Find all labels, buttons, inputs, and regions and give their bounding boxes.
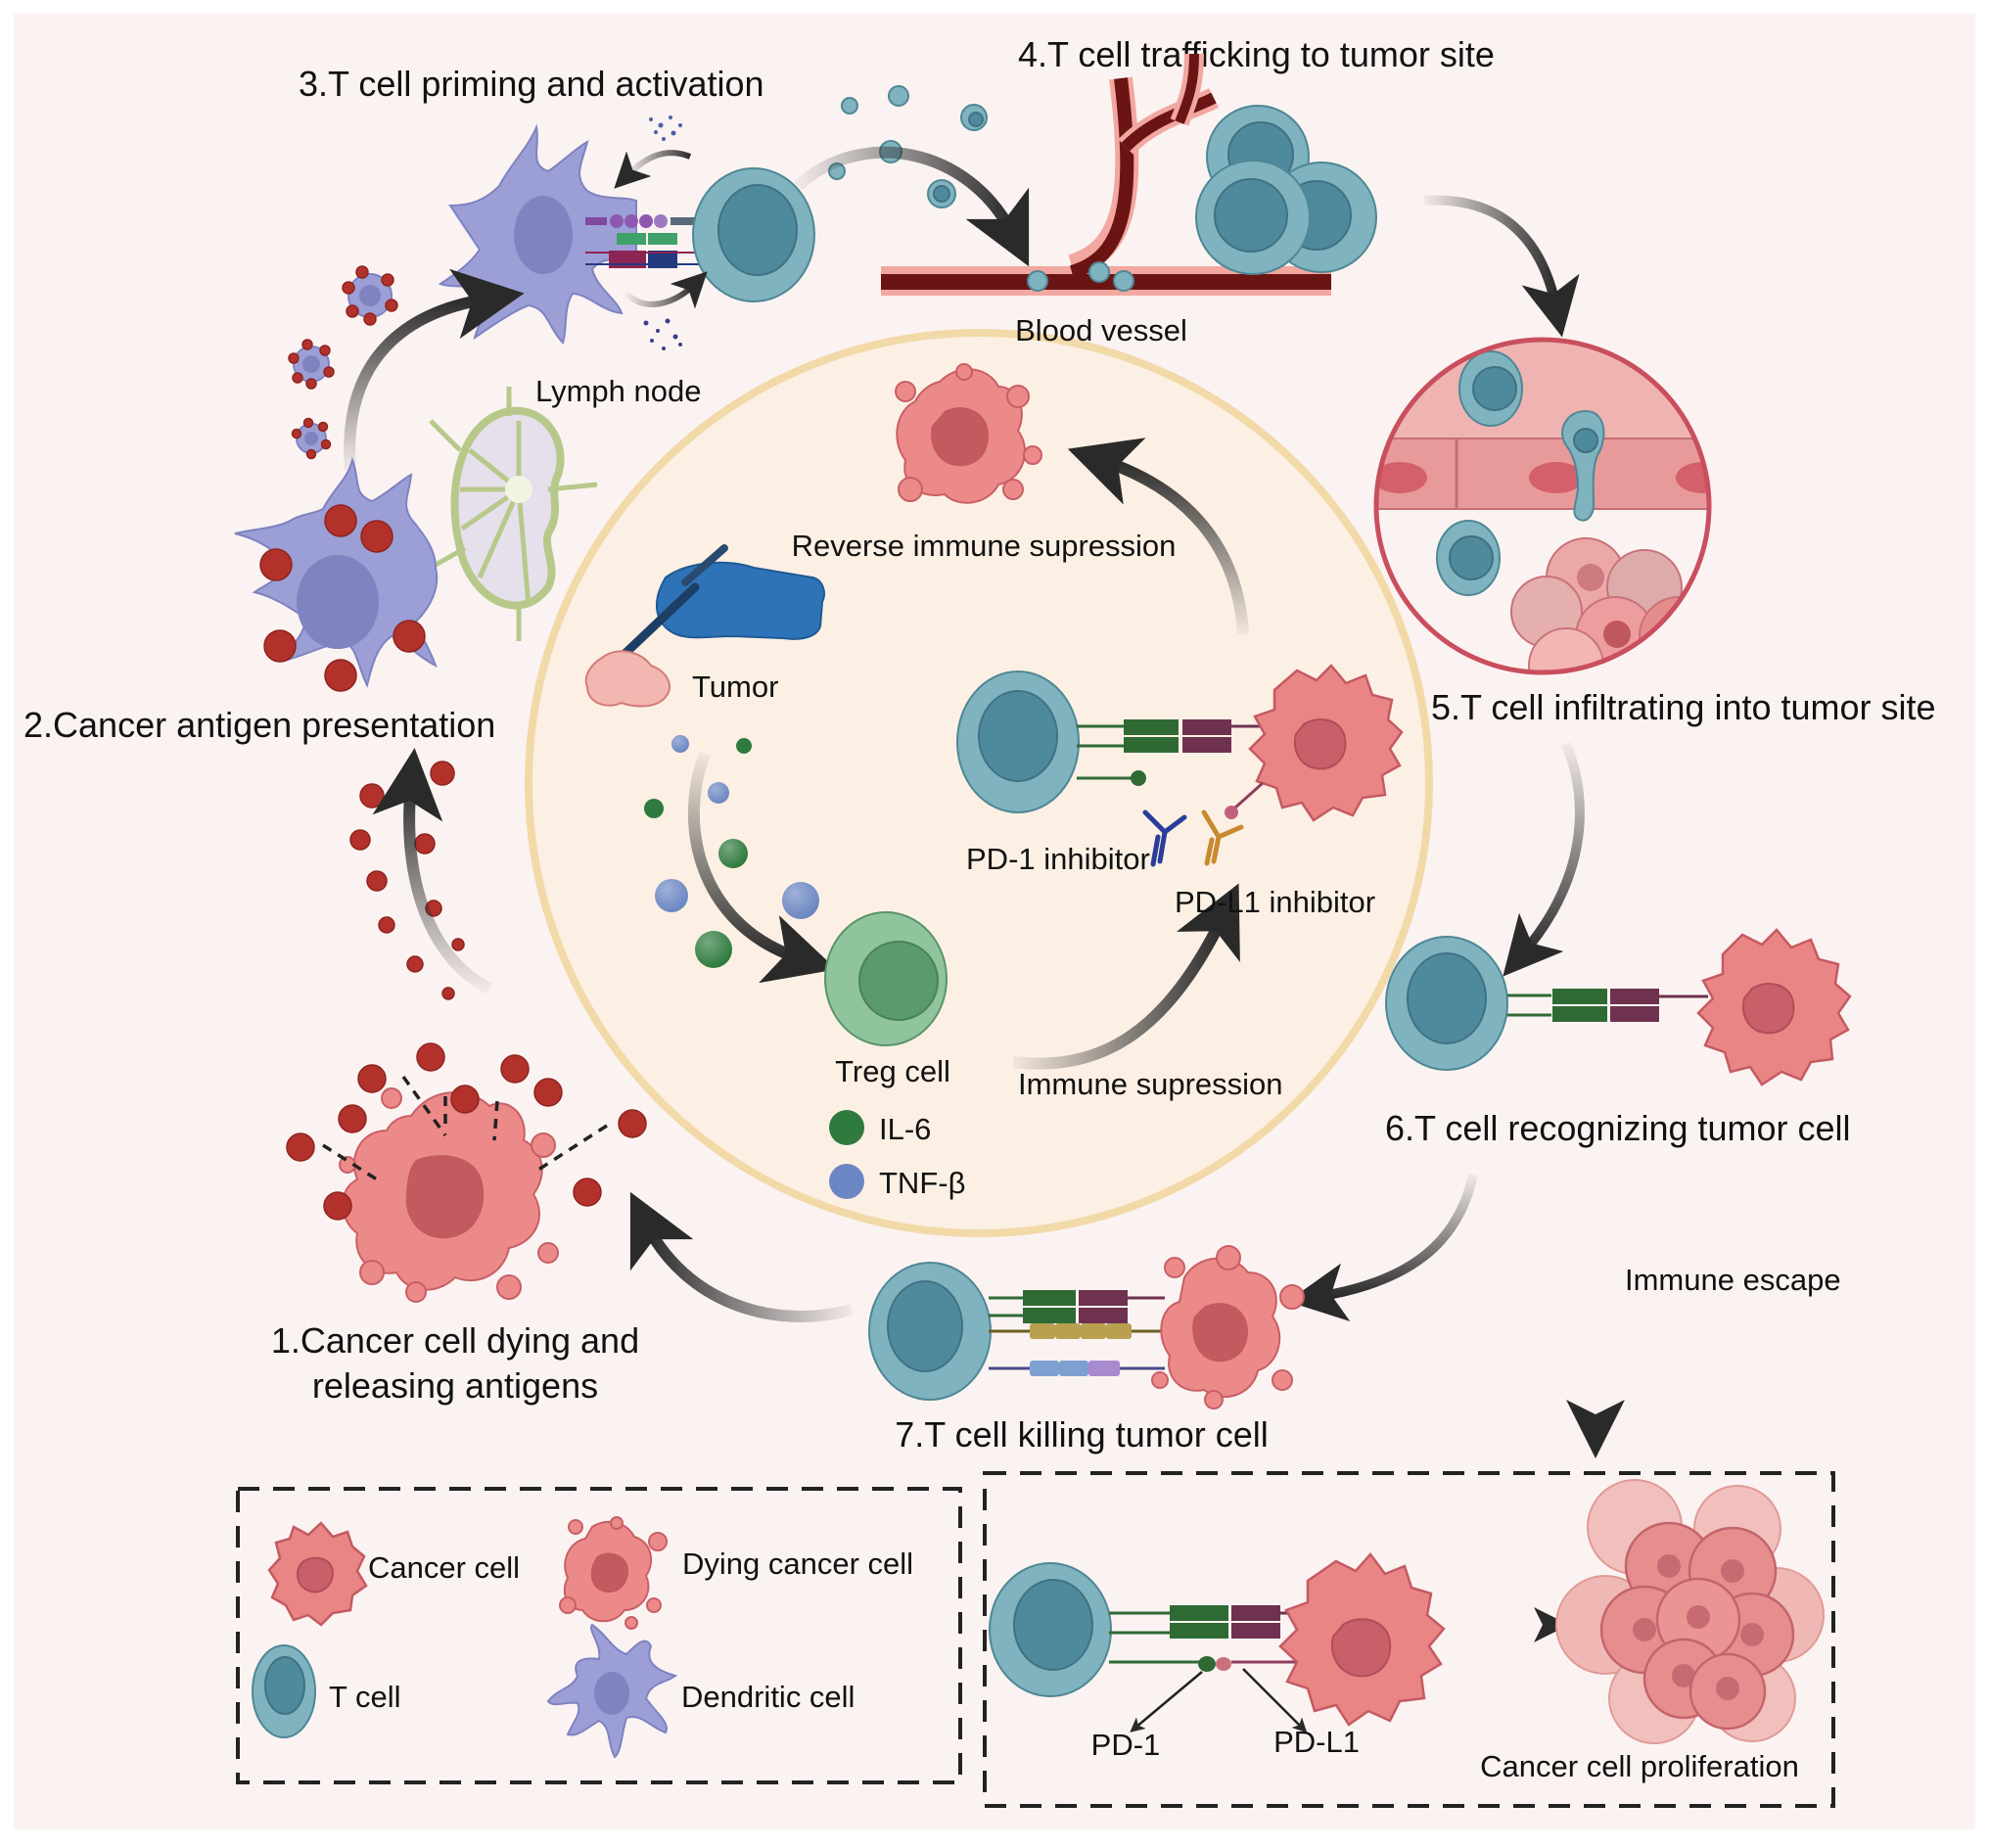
recognition-arrow xyxy=(1503,742,1585,977)
pd-l1-label: PD-L1 xyxy=(1273,1725,1360,1759)
receptor-complex-priming xyxy=(585,214,700,268)
tnf-beta-legend-swatch xyxy=(829,1164,864,1199)
immune-suppression-label: Immune supression xyxy=(1018,1067,1283,1101)
legend-cancer-cell-icon xyxy=(267,1521,368,1627)
il6-legend-label: IL-6 xyxy=(879,1112,931,1146)
tnf-beta-legend-label: TNF-β xyxy=(879,1166,965,1200)
step-7-label: 7.T cell killing tumor cell xyxy=(895,1414,1268,1455)
feedback-arrow-top xyxy=(614,150,692,189)
t-cell-priming xyxy=(692,167,815,302)
dying-cancer-cell-step1 xyxy=(339,1087,559,1303)
step-5-label: 5.T cell infiltrating into tumor site xyxy=(1431,687,1936,727)
t-cell-killing xyxy=(868,1262,1165,1401)
step-1-label-line2: releasing antigens xyxy=(312,1365,598,1406)
lymph-node-label: Lymph node xyxy=(535,374,701,408)
legend-dendritic-cell-label: Dendritic cell xyxy=(681,1680,855,1714)
t-cell-cluster xyxy=(1195,105,1377,275)
cytokines xyxy=(644,735,819,968)
dying-cancer-cell-step7 xyxy=(1151,1245,1305,1409)
proliferating-tumor-mass xyxy=(1555,1479,1825,1744)
t-cell-checkpoint xyxy=(956,670,1282,813)
pd-l1-inhibitor-antibody-icon xyxy=(1201,809,1244,866)
migrating-dendritic-cells xyxy=(288,265,398,460)
legend-cancer-cell-label: Cancer cell xyxy=(368,1550,520,1585)
cytokine-dots-top xyxy=(649,116,682,141)
reverse-immune-suppression-label: Reverse immune supression xyxy=(792,529,1177,563)
killing-arrow xyxy=(1287,1173,1478,1321)
trafficking-arrow xyxy=(793,146,1030,267)
step-3-label: 3.T cell priming and activation xyxy=(299,64,764,104)
antigen-presentation-arrow xyxy=(344,268,525,471)
infiltration-arrow xyxy=(1423,195,1580,338)
cancer-cell-checkpoint xyxy=(1225,664,1404,822)
reversed-dying-cancer-cell xyxy=(895,363,1042,504)
infiltration-magnifier xyxy=(1373,337,1712,675)
feedback-arrow-bottom xyxy=(624,271,708,309)
immune-suppression-arrow xyxy=(1012,883,1240,1070)
il6-legend-swatch xyxy=(829,1110,864,1145)
dendritic-cell-presenting xyxy=(234,456,439,692)
cancer-cell-proliferation-label: Cancer cell proliferation xyxy=(1480,1749,1799,1783)
pd1-label: PD-1 xyxy=(1091,1728,1161,1762)
step-6-label: 6.T cell recognizing tumor cell xyxy=(1385,1108,1851,1148)
tumor-icon xyxy=(584,650,671,708)
step-2-label: 2.Cancer antigen presentation xyxy=(23,705,495,745)
legend-box xyxy=(236,1487,962,1784)
cytokine-to-treg-arrow xyxy=(687,751,837,984)
cancer-cell-recognized xyxy=(1696,928,1852,1086)
escape-t-cell xyxy=(989,1562,1321,1697)
pd-l1-pointer-arrow xyxy=(1242,1668,1308,1733)
legend-t-cell-icon xyxy=(252,1644,316,1738)
immune-escape-panel xyxy=(983,1471,1835,1808)
pd1-inhibitor-label: PD-1 inhibitor xyxy=(966,842,1150,876)
reverse-suppression-arrow xyxy=(1067,438,1249,635)
step-1-label-line1: 1.Cancer cell dying and xyxy=(271,1320,639,1361)
circulating-t-cells xyxy=(828,85,988,208)
legend-dying-cancer-cell-icon xyxy=(559,1516,668,1630)
step-4-label: 4.T cell trafficking to tumor site xyxy=(1018,34,1495,74)
t-cell-recognizing xyxy=(1385,936,1708,1071)
pd1-pointer-arrow xyxy=(1130,1671,1203,1732)
antigen-release-arrow xyxy=(372,748,492,994)
treg-cell xyxy=(824,911,948,1046)
legend-dying-cancer-cell-label: Dying cancer cell xyxy=(682,1547,913,1581)
blood-vessel-label: Blood vessel xyxy=(1015,313,1187,347)
legend-t-cell-label: T cell xyxy=(329,1680,401,1714)
pd-l1-inhibitor-label: PD-L1 inhibitor xyxy=(1175,885,1375,919)
cytokine-dots-bottom xyxy=(643,318,682,350)
tumor-label: Tumor xyxy=(692,670,778,704)
cytokine-legend: IL-6 TNF-β xyxy=(829,1110,965,1200)
legend-dendritic-cell-icon xyxy=(546,1623,678,1759)
treg-cell-label: Treg cell xyxy=(835,1054,950,1088)
antigens-released-step1 xyxy=(286,1042,647,1221)
antigen-release-loop-arrow xyxy=(629,1191,854,1322)
escape-cancer-cell xyxy=(1278,1552,1446,1727)
immune-escape-label: Immune escape xyxy=(1625,1263,1841,1297)
pd1-inhibitor-antibody-icon xyxy=(1142,809,1187,867)
